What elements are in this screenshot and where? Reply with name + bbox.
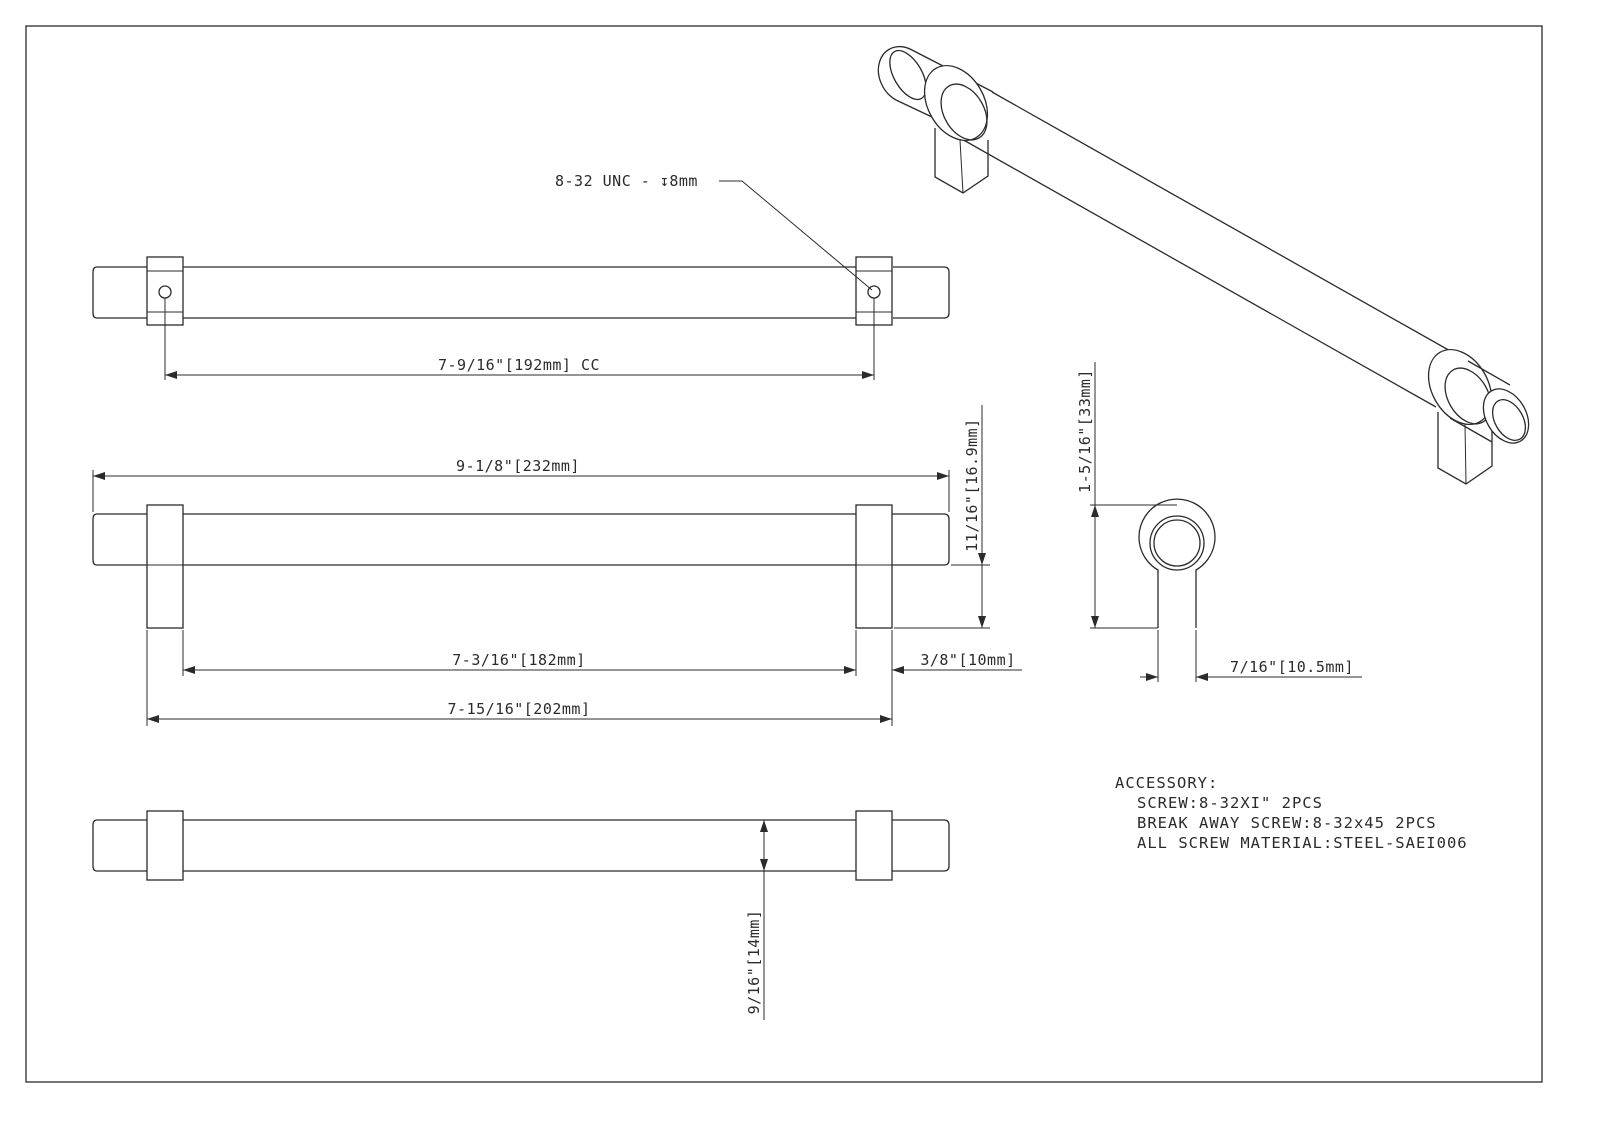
front-post-left xyxy=(146,504,184,629)
side-profile xyxy=(1138,498,1216,628)
thread-callout: 8-32 UNC - ↧8mm xyxy=(555,172,698,190)
bottom-view: 9/16"[14mm] xyxy=(92,810,950,1020)
accessory-note: ACCESSORY: SCREW:8-32XI" 2PCS BREAK AWAY… xyxy=(1115,774,1468,852)
inner-dimension-label: 7-3/16"[182mm] xyxy=(452,651,585,669)
front-view: 9-1/8"[232mm] 11/16"[16.9mm] 7-3/16"[182… xyxy=(92,405,1022,726)
bottom-post-right xyxy=(855,810,893,881)
sheet-border xyxy=(25,25,1543,1083)
bar-end-outer xyxy=(1149,515,1205,571)
accessory-line-3: ALL SCREW MATERIAL:STEEL-SAEI006 xyxy=(1137,834,1468,852)
projection-label: 1-5/16"[33mm] xyxy=(1076,369,1094,493)
bar-height-label: 11/16"[16.9mm] xyxy=(963,418,981,551)
overall-dimension-label: 9-1/8"[232mm] xyxy=(456,457,580,475)
accessory-line-2: BREAK AWAY SCREW:8-32x45 2PCS xyxy=(1137,814,1437,832)
side-view: 1-5/16"[33mm] 7/16"[10.5mm] xyxy=(1076,362,1362,682)
bar-end-inner xyxy=(1153,519,1201,567)
bar-diameter-label: 9/16"[14mm] xyxy=(745,910,763,1015)
top-view: 7-9/16"[192mm] CC 8-32 UNC - ↧8mm xyxy=(92,172,950,380)
outer-dimension-label: 7-15/16"[202mm] xyxy=(448,700,591,718)
accessory-heading: ACCESSORY: xyxy=(1115,774,1218,792)
callout-leader xyxy=(719,180,873,291)
post-width-label: 3/8"[10mm] xyxy=(920,651,1015,669)
post-thickness-label: 7/16"[10.5mm] xyxy=(1230,658,1354,676)
accessory-line-1: SCREW:8-32XI" 2PCS xyxy=(1137,794,1323,812)
cc-dimension-label: 7-9/16"[192mm] CC xyxy=(438,356,600,374)
front-post-right xyxy=(855,504,893,629)
isometric-view xyxy=(877,45,1530,485)
bottom-post-left xyxy=(146,810,184,881)
